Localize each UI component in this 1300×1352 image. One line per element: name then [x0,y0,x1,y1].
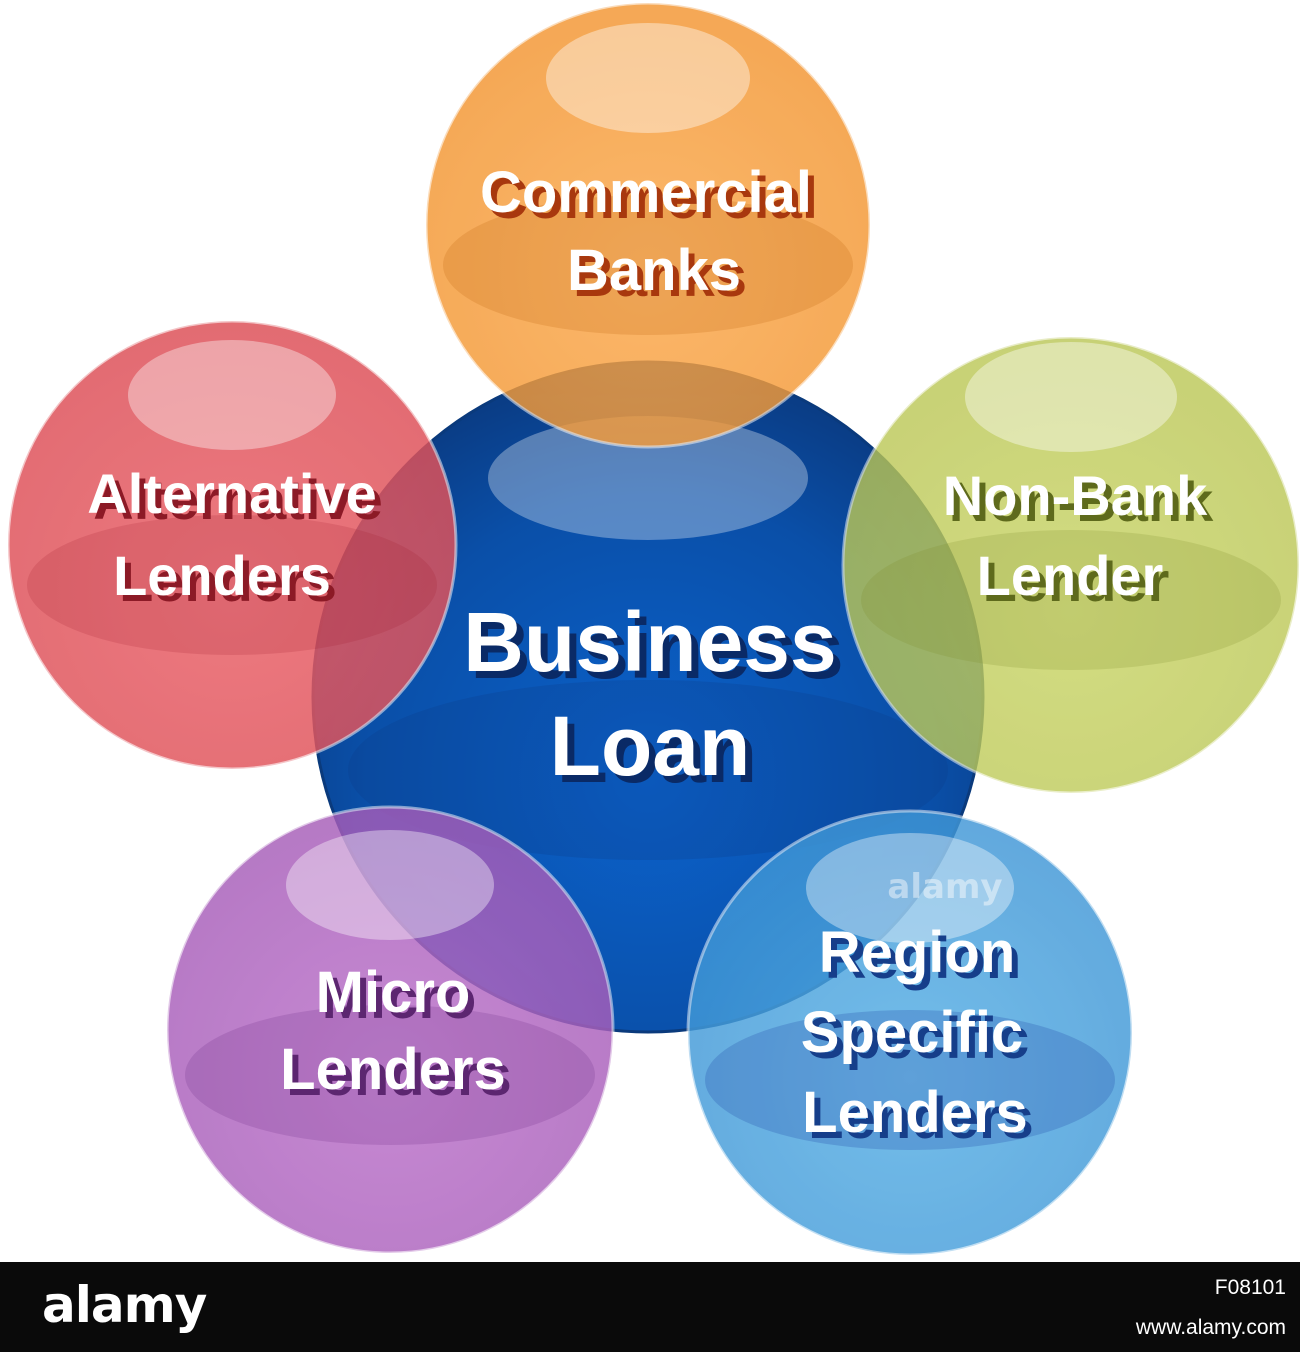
center-shine [348,680,948,860]
center-label-line-1: Business [463,595,837,689]
center-label-line-2-shadow: Loan [557,706,758,800]
commercial-banks-line-2-shadow: Banks [573,244,747,309]
center-label-line-1-shadow: Business [470,602,844,696]
highlight-commercial-banks [546,23,750,133]
highlight-region-specific-lenders [806,833,1014,943]
shade-region-specific-lenders [705,1010,1115,1150]
micro-lenders-line-1-shadow: Micro [322,966,477,1031]
region-specific-lenders-line-1: Region [819,920,1016,985]
center-highlight [488,416,808,540]
alternative-lenders-line-1: Alternative [87,462,376,525]
non-bank-lender-line-1: Non-Bank [943,464,1208,527]
region-specific-lenders-line-1-shadow: Region [825,926,1022,991]
commercial-banks-line-1-shadow: Commercial [486,166,818,231]
node-micro-lenders [165,805,615,1255]
circle-non-bank-lender [841,335,1300,795]
circle-commercial-banks [424,1,872,449]
micro-lenders-line-2: Lenders [280,1037,506,1102]
circle-region-specific-lenders [686,809,1134,1257]
alternative-lenders-line-2: Lenders [113,544,331,607]
node-commercial-banks [424,1,872,449]
shade-commercial-banks [443,195,853,335]
highlight-micro-lenders [286,830,494,940]
footer-ids: F08101 www.alamy.com [1136,1268,1286,1348]
micro-lenders-line-2-shadow: Lenders [286,1043,512,1108]
circle-alternative-lenders [6,319,458,771]
node-alternative-lenders [6,319,458,771]
shade-non-bank-lender [861,530,1281,670]
node-non-bank-lender [841,335,1300,795]
non-bank-lender-line-2: Lender [977,544,1164,607]
highlight-alternative-lenders [128,340,336,450]
center-label-line-2: Loan [550,699,751,793]
stock-footer: alamy F08101 www.alamy.com [0,1262,1300,1352]
highlight-non-bank-lender [965,342,1177,452]
commercial-banks-line-1: Commercial [480,160,812,225]
alternative-lenders-line-1-shadow: Alternative [93,468,382,531]
business-loan-diagram: alamy Business Business Loan Loan Commer… [6,1,1300,1257]
non-bank-lender-line-1-shadow: Non-Bank [949,470,1214,533]
node-region-specific-lenders [686,809,1134,1257]
circle-micro-lenders [165,805,615,1255]
commercial-banks-line-2: Banks [567,238,741,303]
shade-micro-lenders [185,1005,595,1145]
site-url: www.alamy.com [1135,1316,1286,1339]
alamy-logo: alamy [42,1276,207,1334]
region-specific-lenders-line-3: Lenders [802,1080,1028,1145]
region-specific-lenders-line-2-shadow: Specific [807,1006,1029,1071]
alternative-lenders-line-2-shadow: Lenders [119,550,337,613]
image-id: F08101 [1214,1276,1286,1299]
watermark-text: alamy [887,867,1002,907]
region-specific-lenders-line-2: Specific [801,1000,1023,1065]
region-specific-lenders-line-3-shadow: Lenders [808,1086,1034,1151]
micro-lenders-line-1: Micro [316,960,471,1025]
non-bank-lender-line-2-shadow: Lender [983,550,1170,613]
shade-alternative-lenders [27,515,437,655]
